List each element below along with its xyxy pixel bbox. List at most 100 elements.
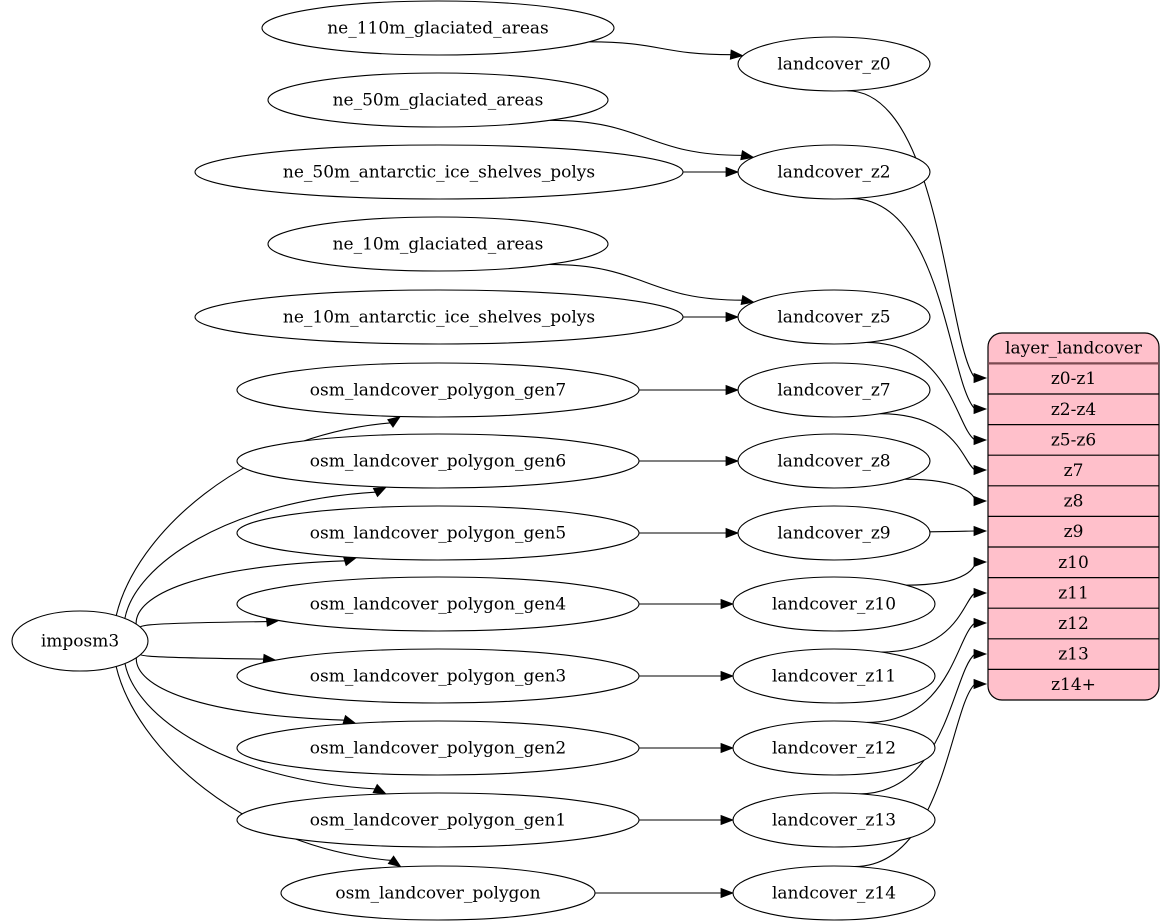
layer-table-group[interactable]: layer_landcoverz0-z1z2-z4z5-z6z7z8z9z10z… [987, 332, 1160, 701]
ne-node-ne_50m_glaciated_areas[interactable]: ne_50m_glaciated_areas [267, 72, 609, 128]
node-shape [737, 36, 931, 92]
node-shape [737, 362, 931, 418]
node-shape [732, 648, 936, 704]
node-label: ne_50m_antarctic_ice_shelves_polys [283, 163, 595, 183]
edge-landcover_z14-to-row-z14 [854, 683, 976, 868]
landcover-node-landcover_z11[interactable]: landcover_z11 [732, 648, 936, 704]
landcover-node-landcover_z5[interactable]: landcover_z5 [737, 289, 931, 345]
ne-node-ne_110m_glaciated_areas[interactable]: ne_110m_glaciated_areas [261, 0, 615, 56]
landcover-node-landcover_z0[interactable]: landcover_z0 [737, 36, 931, 92]
node-label: osm_landcover_polygon [335, 884, 540, 904]
node-label: landcover_z14 [772, 884, 896, 904]
edge-arrowhead [973, 525, 988, 537]
node-label: ne_10m_antarctic_ice_shelves_polys [283, 308, 595, 328]
landcover-node-landcover_z12[interactable]: landcover_z12 [732, 720, 936, 776]
node-label: osm_landcover_polygon_gen7 [310, 381, 566, 401]
node-shape [732, 865, 936, 921]
ne-node-ne_10m_glaciated_areas[interactable]: ne_10m_glaciated_areas [267, 216, 609, 272]
node-label: landcover_z5 [777, 308, 890, 328]
landcover-node-landcover_z13[interactable]: landcover_z13 [732, 792, 936, 848]
node-label: ne_110m_glaciated_areas [327, 19, 549, 39]
osm-node-osm_landcover_polygon_gen4[interactable]: osm_landcover_polygon_gen4 [236, 576, 640, 632]
node-label: osm_landcover_polygon_gen3 [310, 667, 566, 687]
edge-imposm3-to-osm_landcover_polygon_gen6 [124, 491, 377, 619]
edge-arrowhead [973, 434, 988, 446]
edge-arrowhead [725, 384, 740, 396]
osm-node-osm_landcover_polygon_gen2[interactable]: osm_landcover_polygon_gen2 [236, 720, 640, 776]
node-shape [737, 289, 931, 345]
table-row-z11[interactable]: z11 [1058, 583, 1089, 603]
landcover-node-landcover_z10[interactable]: landcover_z10 [732, 576, 936, 632]
node-shape [236, 433, 640, 489]
node-label: osm_landcover_polygon_gen5 [310, 524, 566, 544]
edge-arrowhead [973, 556, 988, 568]
osm-node-osm_landcover_polygon_gen5[interactable]: osm_landcover_polygon_gen5 [236, 505, 640, 561]
edge-imposm3-to-osm_landcover_polygon_gen2 [135, 657, 346, 721]
node-label: landcover_z13 [772, 811, 896, 831]
edge-landcover_z8-to-row-z8 [904, 478, 976, 502]
node-shape [737, 433, 931, 489]
node-shape [11, 610, 149, 672]
osm-node-osm_landcover_polygon[interactable]: osm_landcover_polygon [280, 865, 596, 921]
edge-ne_50m_glaciated_areas-to-landcover_z2 [549, 119, 743, 156]
landcover-node-landcover_z2[interactable]: landcover_z2 [737, 144, 931, 200]
edge-imposm3-to-osm_landcover_polygon [115, 666, 392, 861]
table-row-z12[interactable]: z12 [1058, 614, 1089, 634]
edge-arrowhead [973, 403, 988, 415]
edge-landcover_z7-to-row-z7 [880, 413, 976, 471]
node-label: imposm3 [41, 632, 119, 652]
table-row-z2-z4[interactable]: z2-z4 [1051, 400, 1096, 420]
node-label: osm_landcover_polygon_gen4 [310, 595, 566, 615]
osm-node-osm_landcover_polygon_gen7[interactable]: osm_landcover_polygon_gen7 [236, 362, 640, 418]
table-row-z9[interactable]: z9 [1064, 522, 1084, 542]
node-shape [194, 289, 684, 345]
node-label: landcover_z7 [777, 381, 890, 401]
ne-node-ne_50m_antarctic_ice_shelves_polys[interactable]: ne_50m_antarctic_ice_shelves_polys [194, 144, 684, 200]
edge-landcover_z10-to-row-z10 [906, 561, 976, 586]
edges-layer [115, 41, 988, 899]
landcover-node-landcover_z14[interactable]: landcover_z14 [732, 865, 936, 921]
node-shape [236, 362, 640, 418]
node-label: landcover_z9 [777, 524, 890, 544]
edge-landcover_z11-to-row-z11 [880, 592, 976, 653]
ne-node-ne_10m_antarctic_ice_shelves_polys[interactable]: ne_10m_antarctic_ice_shelves_polys [194, 289, 684, 345]
node-shape [732, 720, 936, 776]
table-row-z5-z6[interactable]: z5-z6 [1051, 430, 1096, 450]
landcover-node-landcover_z8[interactable]: landcover_z8 [737, 433, 931, 489]
node-shape [194, 144, 684, 200]
landcover-node-landcover_z9[interactable]: landcover_z9 [737, 505, 931, 561]
landcover-node-landcover_z7[interactable]: landcover_z7 [737, 362, 931, 418]
edge-arrowhead [720, 887, 735, 899]
edge-landcover_z5-to-row-z5-z6 [866, 341, 976, 441]
table-row-z13[interactable]: z13 [1058, 645, 1089, 665]
edge-arrowhead [372, 486, 388, 498]
osm-node-osm_landcover_polygon_gen1[interactable]: osm_landcover_polygon_gen1 [236, 792, 640, 848]
edge-arrowhead [973, 372, 988, 384]
nodes-layer: imposm3 ne_110m_glaciated_areas ne_50m_gla… [11, 0, 936, 921]
edge-landcover_z0-to-row-z0-z1 [847, 90, 976, 379]
node-label: landcover_z2 [777, 163, 890, 183]
edge-arrowhead [729, 49, 744, 60]
edge-arrowhead [973, 648, 988, 660]
edge-imposm3-to-osm_landcover_polygon_gen5 [135, 560, 346, 625]
node-label: osm_landcover_polygon_gen6 [310, 452, 566, 472]
edge-arrowhead [725, 455, 740, 467]
edge-arrowhead [387, 415, 402, 428]
edge-arrowhead [725, 527, 740, 539]
edge-arrowhead [973, 678, 988, 690]
osm-node-osm_landcover_polygon_gen3[interactable]: osm_landcover_polygon_gen3 [236, 648, 640, 704]
edge-landcover_z13-to-row-z13 [859, 653, 976, 795]
table-row-z10[interactable]: z10 [1058, 553, 1089, 573]
table-row-z7[interactable]: z7 [1064, 461, 1084, 481]
node-shape [267, 72, 609, 128]
edge-arrowhead [973, 495, 988, 507]
edge-arrowhead [725, 166, 740, 178]
source-node-imposm3[interactable]: imposm3 [11, 610, 149, 672]
table-row-z0-z1[interactable]: z0-z1 [1051, 369, 1096, 389]
table-row-z8[interactable]: z8 [1064, 492, 1084, 512]
edge-arrowhead [720, 742, 735, 754]
edge-arrowhead [720, 598, 735, 610]
osm-node-osm_landcover_polygon_gen6[interactable]: osm_landcover_polygon_gen6 [236, 433, 640, 489]
table-row-z14+[interactable]: z14+ [1051, 675, 1096, 695]
